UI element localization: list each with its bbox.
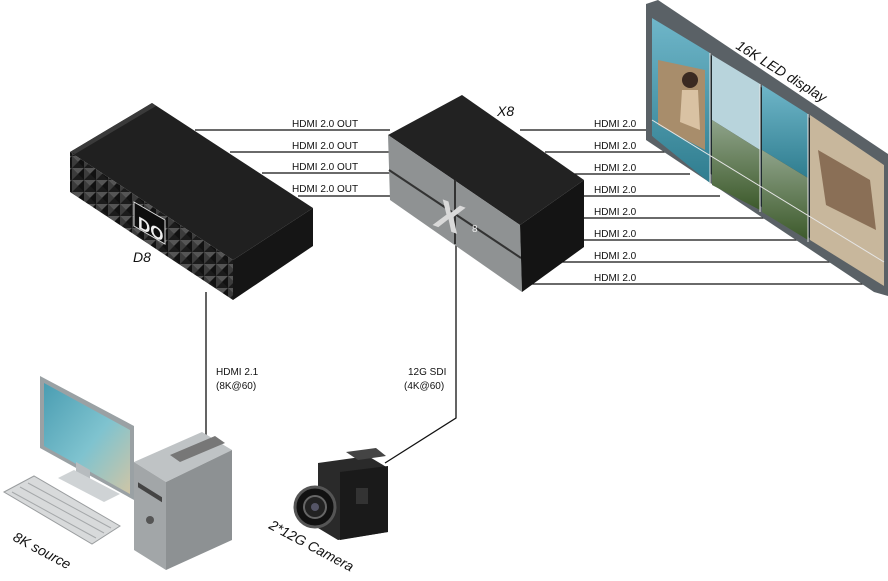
- d8-label: D8: [133, 249, 151, 265]
- link-label: HDMI 2.0: [594, 163, 637, 174]
- link-label: HDMI 2.0: [594, 207, 637, 218]
- camera: 2*12G Camera: [266, 448, 388, 575]
- keyboard: [2, 475, 121, 545]
- monitor: [40, 376, 134, 502]
- x8-to-display-labels: HDMI 2.0 HDMI 2.0 HDMI 2.0 HDMI 2.0 HDMI…: [594, 119, 637, 284]
- link-label: 12G SDI: [408, 367, 446, 378]
- d8-device: DO D8: [70, 103, 313, 300]
- link-label: HDMI 2.0: [594, 273, 637, 284]
- source-to-d8-wire: HDMI 2.1 (8K@60): [205, 292, 259, 440]
- link-label: (8K@60): [216, 381, 256, 392]
- x8-label: X8: [496, 103, 514, 119]
- link-label: HDMI 2.0: [594, 185, 637, 196]
- link-label: HDMI 2.0 OUT: [292, 184, 358, 195]
- computer-tower: [134, 432, 232, 570]
- d8-to-x8-labels: HDMI 2.0 OUT HDMI 2.0 OUT HDMI 2.0 OUT H…: [292, 119, 358, 195]
- link-label: HDMI 2.1: [216, 367, 259, 378]
- x8-to-display-wires: [520, 129, 868, 285]
- link-label: HDMI 2.0: [594, 229, 637, 240]
- led-display: 16K LED display: [646, 0, 888, 296]
- link-label: HDMI 2.0 OUT: [292, 141, 358, 152]
- link-label: HDMI 2.0: [594, 119, 637, 130]
- d8-to-x8-wires: [195, 129, 390, 197]
- link-label: (4K@60): [404, 381, 444, 392]
- link-label: HDMI 2.0: [594, 251, 637, 262]
- link-label: HDMI 2.0 OUT: [292, 162, 358, 173]
- link-label: HDMI 2.0: [594, 141, 637, 152]
- source-workstation: 8K source: [2, 376, 232, 573]
- x8-device: X 8 X8: [388, 95, 584, 292]
- source-label: 8K source: [11, 529, 74, 573]
- svg-text:8: 8: [472, 224, 478, 235]
- camera-to-x8-wire: 12G SDI (4K@60): [384, 238, 457, 464]
- link-label: HDMI 2.0 OUT: [292, 119, 358, 130]
